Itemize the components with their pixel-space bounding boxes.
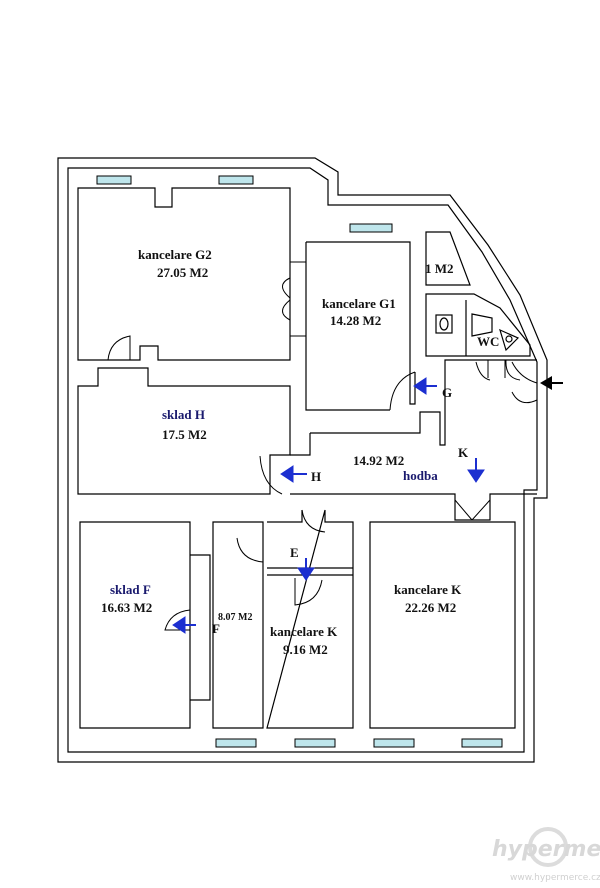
arrow-e (297, 558, 315, 581)
window (373, 738, 415, 748)
arrow-f (172, 616, 196, 634)
marker-g: G (442, 385, 452, 400)
window (215, 738, 257, 748)
watermark-url: www.hypermerce.cz (510, 873, 600, 883)
window (96, 175, 132, 185)
room-k-mid-area: 9.16 M2 (283, 642, 328, 657)
windows (96, 175, 503, 748)
room-wc-name: WC (477, 334, 499, 349)
hallway (290, 359, 537, 521)
room-k-mid (266, 509, 354, 729)
outer-walls (57, 157, 548, 763)
room-h (77, 367, 291, 495)
arrow-entrance (540, 376, 563, 390)
arrow-k (467, 458, 485, 483)
room-g1 (305, 241, 416, 411)
room-g1-area: 14.28 M2 (330, 313, 381, 328)
room-k-mid-name: kancelare K (270, 624, 338, 639)
room-corridor (212, 521, 264, 729)
room-g2-area: 27.05 M2 (157, 265, 208, 280)
arrow-h (280, 465, 307, 483)
marker-h: H (311, 469, 321, 484)
room-f-area: 16.63 M2 (101, 600, 152, 615)
room-small-area: 1 M2 (425, 261, 454, 276)
marker-e: E (290, 545, 299, 560)
window (218, 175, 254, 185)
corridor-area: 8.07 M2 (218, 612, 252, 623)
marker-k: K (458, 445, 469, 460)
room-g2 (77, 187, 306, 361)
hall-name: hodba (403, 468, 438, 483)
window (461, 738, 503, 748)
room-k-big-name: kancelare K (394, 582, 462, 597)
hall-area: 14.92 M2 (353, 453, 404, 468)
room-k-big (369, 521, 516, 729)
watermark-logo: hypermerce www.hypermerce.cz (492, 827, 600, 883)
marker-f: F (212, 621, 220, 636)
window (294, 738, 336, 748)
room-f-name: sklad F (110, 582, 151, 597)
wc-area (425, 231, 538, 404)
room-g2-name: kancelare G2 (138, 247, 212, 262)
room-g1-name: kancelare G1 (322, 296, 396, 311)
window (349, 223, 393, 233)
room-k-big-area: 22.26 M2 (405, 600, 456, 615)
arrow-g (413, 377, 437, 395)
room-f (79, 521, 211, 729)
watermark-logo-text: hypermerce (492, 837, 600, 862)
room-h-area: 17.5 M2 (162, 427, 207, 442)
room-h-name: sklad H (162, 407, 205, 422)
